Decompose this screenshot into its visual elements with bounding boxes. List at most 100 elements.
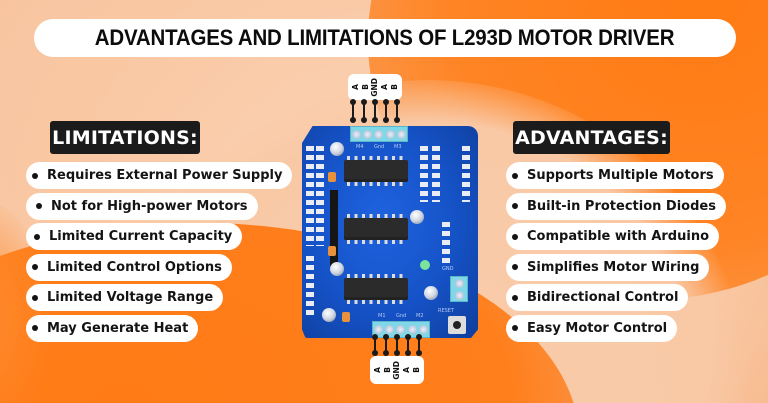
silkscreen-label: M2: [416, 313, 424, 319]
pin-label: A: [380, 84, 390, 90]
capacitor: [330, 262, 344, 276]
advantage-text: Compatible with Arduino: [527, 229, 710, 245]
advantage-text: Easy Motor Control: [527, 320, 668, 336]
pin-label: GND: [370, 77, 380, 97]
bullet-icon: [34, 233, 40, 240]
page-title: ADVANTAGES AND LIMITATIONS OF L293D MOTO…: [95, 25, 675, 50]
bottom-pin-labels: A B GND A B: [370, 356, 424, 384]
advantage-item: Built-in Protection Diodes: [506, 192, 726, 220]
motor-shield-illustration: A B GND A B M4 Gnd: [300, 72, 480, 402]
silkscreen-label: M4: [356, 144, 364, 150]
limitation-text: Limited Current Capacity: [49, 229, 233, 245]
bullet-icon: [32, 325, 38, 332]
pin-label: A: [373, 367, 383, 373]
top-pin-labels: A B GND A B: [348, 74, 402, 100]
silkscreen-label: M1: [378, 313, 386, 319]
limitations-heading: LIMITATIONS:: [50, 121, 200, 154]
pin-label: A: [351, 84, 361, 90]
pin-header: [316, 146, 324, 246]
wire-icon: [382, 99, 389, 123]
screw-terminal-bottom: [372, 321, 430, 338]
ceramic-capacitor: [328, 172, 336, 182]
limitation-item: May Generate Heat: [26, 314, 199, 342]
pin-label: GND: [392, 360, 402, 380]
l293d-chip: [344, 274, 408, 304]
bullet-icon: [512, 233, 518, 240]
wire-icon: [415, 334, 422, 356]
wire-icon: [404, 334, 411, 356]
limitation-item: Limited Current Capacity: [26, 223, 243, 251]
bullet-icon: [512, 264, 518, 271]
capacitor: [410, 210, 424, 224]
bullet-icon: [32, 264, 38, 271]
bullet-icon: [512, 294, 518, 301]
capacitor: [424, 286, 438, 300]
advantage-text: Supports Multiple Motors: [527, 168, 714, 183]
header-socket: [330, 190, 338, 270]
limitation-text: May Generate Heat: [47, 320, 189, 336]
bullet-icon: [32, 172, 38, 179]
pin-header: [420, 146, 428, 202]
limitation-text: Requires External Power Supply: [47, 168, 283, 183]
silkscreen-label: M3: [394, 144, 402, 150]
bullet-icon: [32, 294, 38, 301]
ceramic-capacitor: [342, 312, 350, 322]
wire-icon: [383, 334, 390, 356]
silkscreen-label: Gnd: [396, 313, 407, 319]
advantage-item: Simplifies Motor Wiring: [506, 253, 710, 281]
l293d-chip: [344, 214, 408, 244]
advantage-text: Built-in Protection Diodes: [527, 198, 716, 214]
bullet-icon: [512, 203, 518, 210]
bottom-wire-connectors: [370, 334, 424, 357]
reset-button: [448, 316, 466, 334]
advantages-list: Supports Multiple Motors Built-in Protec…: [506, 162, 726, 346]
limitations-list: Requires External Power Supply Not for H…: [26, 162, 293, 346]
pin-label: A: [402, 367, 412, 373]
wire-icon: [372, 334, 379, 356]
l293d-chip: [344, 156, 408, 186]
wire-icon: [393, 334, 400, 356]
capacitor: [330, 142, 344, 156]
title-banner: ADVANTAGES AND LIMITATIONS OF L293D MOTO…: [34, 19, 736, 57]
pin-header: [306, 146, 314, 246]
screw-terminal-side: [450, 276, 468, 302]
advantage-item: Easy Motor Control: [506, 314, 678, 342]
pin-label: B: [389, 84, 399, 90]
limitation-text: Not for High-power Motors: [51, 198, 248, 214]
limitation-text: Limited Control Options: [47, 259, 222, 275]
advantage-item: Bidirectional Control: [506, 284, 689, 312]
silkscreen-label: GND: [442, 266, 454, 272]
bullet-icon: [512, 325, 518, 332]
pin-label: B: [411, 367, 421, 373]
top-wire-connectors: [348, 99, 402, 123]
ceramic-capacitor: [328, 246, 336, 256]
capacitor: [322, 308, 336, 322]
pin-header: [462, 146, 470, 202]
pcb-board: M4 Gnd M3 M1 Gnd M2 GND RESET: [302, 126, 478, 338]
screw-terminal-top: [350, 126, 408, 142]
wire-icon: [350, 99, 357, 123]
limitation-item: Limited Voltage Range: [26, 284, 224, 312]
wire-icon: [393, 99, 400, 123]
pin-header: [306, 256, 314, 316]
bullet-icon: [36, 203, 42, 210]
pin-header: [432, 146, 440, 202]
limitation-text: Limited Voltage Range: [47, 290, 214, 306]
advantage-item: Supports Multiple Motors: [506, 162, 724, 189]
limitation-item: Requires External Power Supply: [26, 162, 293, 189]
wire-icon: [371, 99, 378, 123]
silkscreen-label: Gnd: [374, 144, 385, 150]
pin-header: [442, 222, 450, 266]
pin-label: B: [382, 367, 392, 373]
led-indicator: [420, 260, 430, 270]
advantage-item: Compatible with Arduino: [506, 223, 720, 251]
bullet-icon: [512, 172, 518, 179]
pin-label: B: [360, 84, 370, 90]
wire-icon: [361, 99, 368, 123]
limitation-item: Limited Control Options: [26, 253, 232, 281]
silkscreen-label: RESET: [438, 308, 455, 314]
advantage-text: Simplifies Motor Wiring: [527, 259, 700, 275]
advantages-heading: ADVANTAGES:: [513, 121, 670, 154]
limitation-item: Not for High-power Motors: [26, 192, 258, 220]
advantage-text: Bidirectional Control: [527, 290, 679, 306]
